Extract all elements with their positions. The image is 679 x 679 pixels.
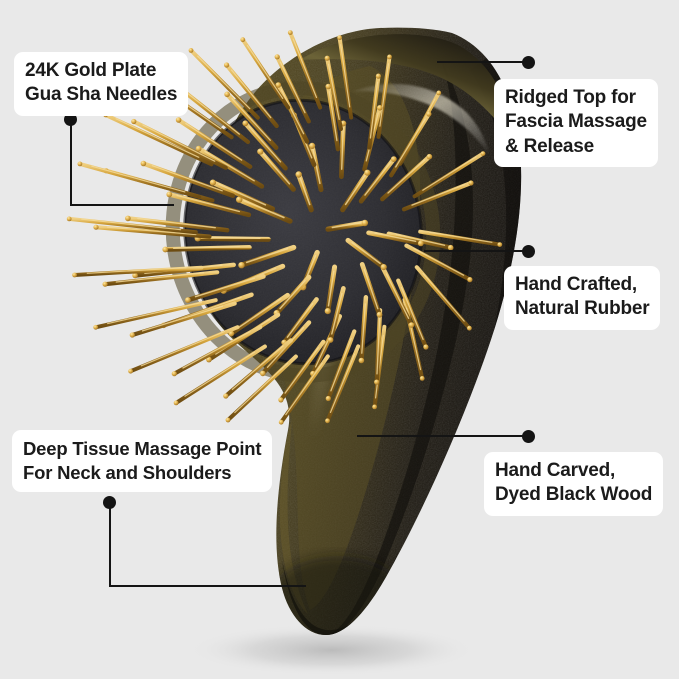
callout-label-ridged-top: Ridged Top for Fascia Massage & Release — [494, 79, 658, 167]
callout-line-ridged-top — [437, 61, 529, 63]
callout-label-natural-rubber: Hand Crafted, Natural Rubber — [504, 266, 661, 330]
callout-label-massage-point: Deep Tissue Massage Point For Neck and S… — [12, 430, 273, 493]
callout-line-black-wood — [357, 435, 529, 437]
callout-dot-natural-rubber — [522, 245, 535, 258]
callout-dot-gold-needles — [64, 113, 77, 126]
callout-line-gold-needles-vertical — [70, 125, 72, 206]
gold-needles — [66, 30, 503, 425]
callout-line-natural-rubber — [424, 250, 529, 252]
callout-line-massage-point-vertical — [109, 508, 111, 587]
callout-line-massage-point-horizontal — [109, 585, 306, 587]
product-drop-shadow — [187, 624, 477, 676]
callout-dot-ridged-top — [522, 56, 535, 69]
callout-label-gold-needles: 24K Gold Plate Gua Sha Needles — [14, 52, 189, 116]
callout-dot-black-wood — [522, 430, 535, 443]
callout-dot-massage-point — [103, 496, 116, 509]
callout-line-gold-needles-horizontal — [70, 204, 174, 206]
callout-label-black-wood: Hand Carved, Dyed Black Wood — [484, 452, 664, 516]
